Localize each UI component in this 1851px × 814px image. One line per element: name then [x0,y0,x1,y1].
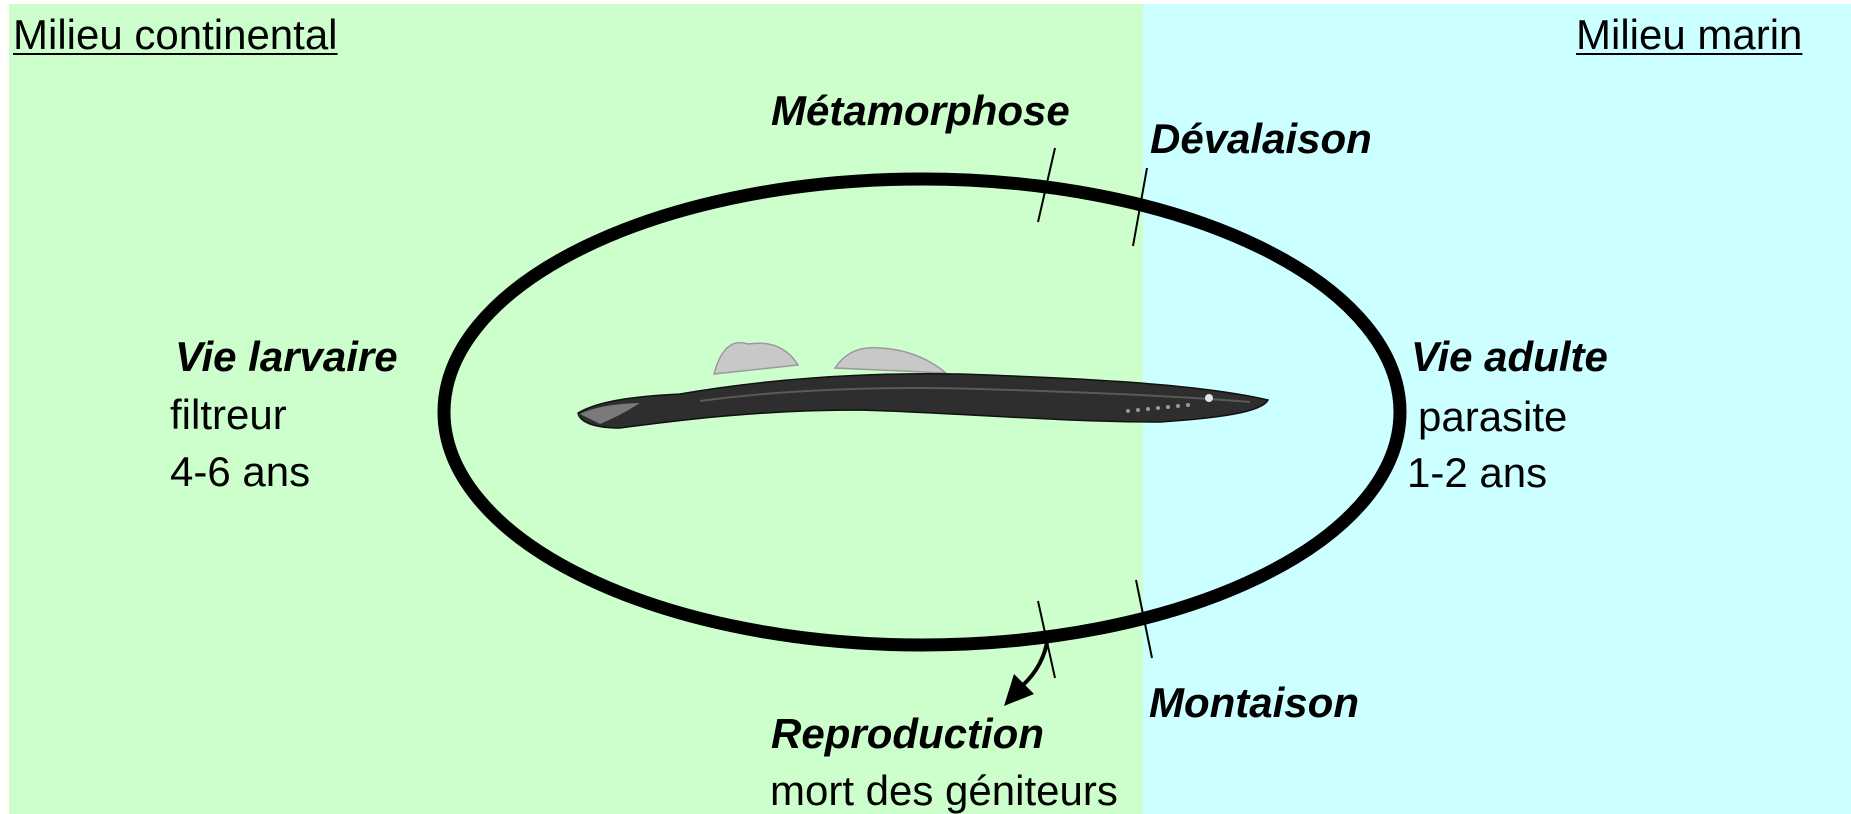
metamorphose-label: Métamorphose [771,90,1070,132]
vie-adulte-duration: 1-2 ans [1407,452,1547,494]
vie-larvaire-title: Vie larvaire [175,336,398,378]
vie-adulte-title: Vie adulte [1411,336,1608,378]
lamprey-image [578,343,1268,428]
reproduction-detail: mort des géniteurs [770,770,1118,812]
devalaison-label: Dévalaison [1150,118,1372,160]
vie-larvaire-duration: 4-6 ans [170,451,310,493]
vie-larvaire-mode: filtreur [170,394,287,436]
continental-zone-label: Milieu continental [13,14,338,56]
montaison-label: Montaison [1149,682,1359,724]
marine-zone-label: Milieu marin [1576,14,1802,56]
reproduction-title: Reproduction [771,713,1044,755]
vie-adulte-mode: parasite [1418,396,1567,438]
